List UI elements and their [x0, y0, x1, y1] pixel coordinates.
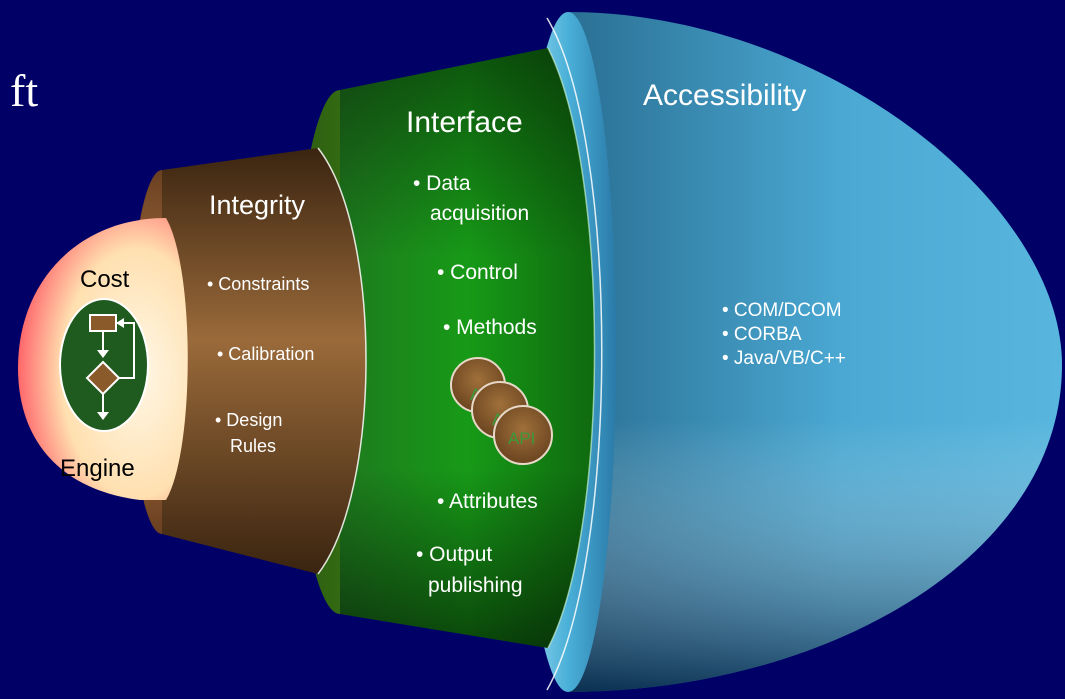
interface-bullet-control: • Control — [437, 261, 518, 284]
integrity-bullet-design: • Design — [215, 410, 282, 430]
interface-title: Interface — [406, 106, 523, 139]
integrity-bullet-constraints: • Constraints — [207, 274, 309, 294]
core-label-cost: Cost — [80, 266, 130, 293]
api-circle-3 — [493, 405, 553, 465]
flowchart-icon — [59, 298, 149, 432]
interface-bullet-methods: • Methods — [443, 316, 537, 339]
api-stack-icon: API API API — [450, 357, 553, 465]
interface-bullet-attributes: • Attributes — [437, 490, 538, 513]
cost-engine-core: Cost Engine — [18, 218, 188, 500]
accessibility-bullet-com: • COM/DCOM — [722, 300, 842, 321]
integrity-bullet-calibration: • Calibration — [217, 344, 314, 364]
interface-bullet-output: • Output — [416, 543, 492, 566]
accessibility-layer: Accessibility • COM/DCOM • CORBA • Java/… — [520, 12, 1062, 692]
interface-bullet-acquisition: acquisition — [430, 202, 529, 225]
interface-bullet-data: • Data — [413, 172, 471, 195]
accessibility-bullet-java: • Java/VB/C++ — [722, 348, 846, 369]
api-label-3: API — [508, 429, 535, 448]
core-label-engine: Engine — [60, 455, 135, 482]
accessibility-title: Accessibility — [643, 79, 806, 112]
interface-bullet-publishing: publishing — [428, 574, 523, 597]
slide-title-fragment: ft — [10, 65, 38, 116]
integrity-title: Integrity — [209, 190, 306, 220]
accessibility-bullet-corba: • CORBA — [722, 324, 802, 345]
integrity-bullet-rules: Rules — [230, 436, 276, 456]
